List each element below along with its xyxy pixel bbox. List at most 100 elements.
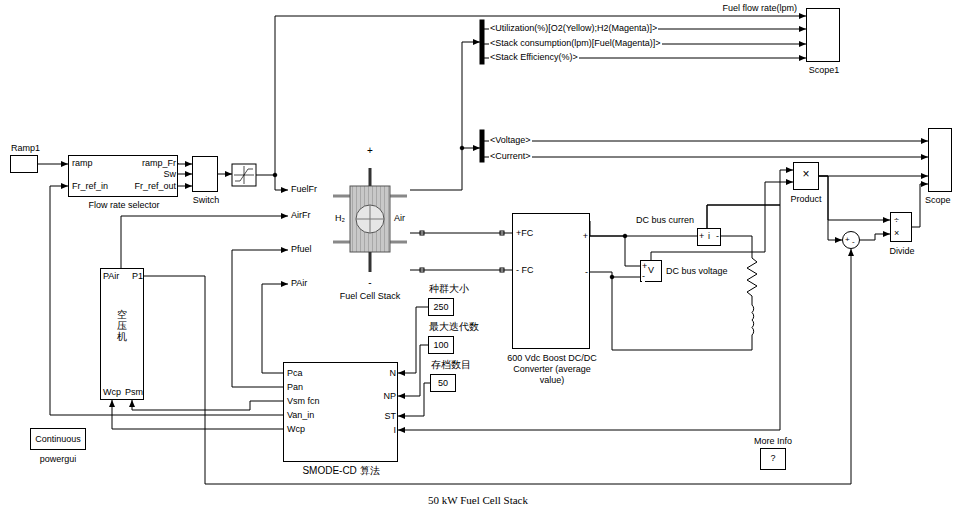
resistor-symbol	[747, 258, 757, 300]
block-text: 最大迭代数	[429, 321, 479, 332]
block-text: 600 Vdc Boost DC/DC Converter (average v…	[500, 353, 604, 386]
block-text: Sw	[163, 169, 176, 180]
block-text: -	[716, 231, 719, 242]
divide-block: ÷×Divide	[890, 212, 912, 242]
fuel-cell-illustration	[333, 168, 407, 272]
block-text: 空压机	[117, 309, 127, 342]
constant-block: 最大迭代数100	[428, 336, 454, 354]
block-text: Scope1	[809, 65, 840, 76]
block-text: ×	[894, 228, 899, 239]
constant-block: 种群大小250	[428, 298, 454, 316]
block-text: 50	[438, 378, 448, 389]
powergui-block: Continuouspowergui	[30, 428, 86, 450]
block-text: -	[642, 271, 645, 282]
block-text: Air	[394, 213, 405, 224]
bus-selector	[480, 20, 484, 64]
block-text: 种群大小	[429, 283, 469, 294]
signal-label: <Stack Efficiency(%)>	[489, 52, 579, 63]
scope-block: Scope	[928, 128, 952, 192]
block-text: 存档数目	[431, 359, 471, 370]
signal-wire	[232, 250, 288, 387]
block-text: Wcp	[103, 387, 121, 398]
signal-line	[178, 174, 192, 175]
cell-core-mark	[356, 205, 384, 233]
signal-line	[38, 164, 68, 165]
junction-dot	[610, 275, 614, 279]
power-wire	[410, 270, 512, 271]
block-text: I	[393, 425, 396, 436]
converter-block: +FC- FC+-600 Vdc Boost DC/DC Converter (…	[512, 213, 590, 349]
signal-label: Fuel flow rate(lpm)	[721, 3, 798, 14]
signal-line	[819, 176, 890, 220]
block-text: +	[699, 231, 704, 242]
signal-label: <Current>	[489, 151, 532, 162]
block-text: 100	[433, 340, 448, 351]
subsystem-block: rampFr_ref_inramp_FrSwFr_ref_outFlow rat…	[68, 155, 178, 197]
fuel-cell-stack: +H₂Air-Fuel Cell Stack	[330, 158, 410, 276]
signal-line	[178, 163, 192, 164]
product-block: ×Product	[793, 162, 819, 190]
signal-line	[132, 400, 283, 410]
block-text: ÷	[894, 215, 899, 226]
signal-wire	[218, 174, 232, 175]
saturation-icon	[234, 166, 254, 184]
block-text: - FC	[516, 265, 534, 276]
compressor-block: PAirP1WcpPsm空压机	[100, 268, 144, 400]
block-text: -	[852, 236, 855, 247]
block-text: More Info	[754, 436, 792, 447]
block-text: 250	[433, 302, 448, 313]
block-text: Flow rate selector	[88, 200, 159, 211]
signal-label: <Utilization(%)[O2(Yellow);H2(Magenta)]>	[489, 23, 658, 34]
block-text: N	[390, 368, 397, 379]
block-text: DC bus voltage	[666, 266, 728, 277]
block-text: PAir	[103, 271, 119, 282]
power-wire	[590, 272, 752, 350]
signal-wire	[484, 157, 928, 158]
block-text: +	[583, 231, 588, 242]
block-text: Divide	[889, 246, 914, 257]
voltage-sensor: +V-DC bus voltage	[640, 260, 662, 282]
block-text: Fr_ref_out	[134, 181, 176, 192]
algorithm-block: PcaPanVsm fcnVan_inWcpNNPSTISMODE-CD 算法	[283, 362, 398, 462]
block-text: Scope	[925, 195, 951, 206]
signal-wire	[275, 16, 806, 175]
block-text: +	[367, 145, 373, 156]
block-text: Wcp	[287, 424, 305, 435]
signal-line	[178, 186, 192, 187]
block-text: V	[648, 265, 654, 276]
signal-line	[144, 249, 851, 484]
block-text: -	[368, 277, 371, 288]
signal-line	[819, 176, 928, 177]
signal-label: Pfuel	[290, 244, 313, 255]
signal-wire	[121, 216, 288, 268]
block-text: Continuous	[35, 434, 81, 445]
block-text: Fuel Cell Stack	[340, 291, 401, 302]
power-wire	[721, 236, 752, 258]
signal-wire	[256, 175, 288, 190]
block-text: i	[708, 231, 710, 242]
figure-caption: 50 kW Fuel Cell Stack	[428, 494, 528, 506]
block-text: powergui	[40, 454, 77, 465]
saturation-block	[232, 164, 256, 186]
switch-block: Switch	[192, 156, 218, 192]
signal-label: PAir	[290, 278, 308, 289]
signal-line	[860, 234, 890, 240]
info-block: ?More Info	[760, 448, 786, 470]
block-text: Fr_ref_in	[72, 181, 108, 192]
block-text: +	[845, 234, 850, 245]
branch-dot	[273, 173, 277, 177]
signal-label: <Stack consumption(lpm)[Fuel(Magenta)]>	[489, 38, 662, 49]
signal-line	[50, 186, 283, 415]
block-text: ?	[770, 453, 775, 464]
power-wire	[410, 233, 512, 234]
signal-line	[398, 307, 428, 373]
bus-selector	[480, 130, 484, 162]
branch-dot	[460, 146, 464, 150]
constant-block: 存档数目50	[430, 374, 456, 392]
cell-terminal	[369, 168, 372, 272]
scope-block: Scope1	[806, 8, 840, 62]
block-text: Psm	[125, 387, 143, 398]
